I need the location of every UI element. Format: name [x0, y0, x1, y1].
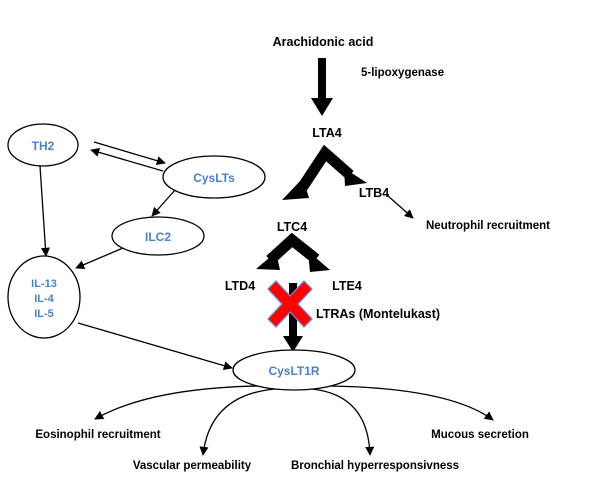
label-lta4: LTA4: [312, 126, 341, 140]
label-neutrophil-recruitment: Neutrophil recruitment: [426, 220, 550, 232]
label-mucous-secretion: Mucous secretion: [431, 429, 529, 441]
arrow-ltc4-split: [256, 232, 330, 272]
arrow-ltb4-neutrophil: [387, 195, 414, 219]
block-x-icon: [267, 280, 313, 328]
arrow-cyslts-to-th2: [90, 147, 164, 172]
label-5-lipoxygenase: 5-lipoxygenase: [361, 67, 444, 79]
label-ltb4: LTB4: [359, 186, 389, 200]
curve-bronchial: [311, 388, 375, 456]
label-ltras: LTRAs (Montelukast): [316, 307, 440, 321]
node-cyslt1r: CysLT1R: [232, 349, 356, 391]
arrow-lta4-split: [282, 144, 367, 200]
node-il13-label: IL-13: [31, 278, 57, 290]
curve-eosinophil: [94, 385, 259, 420]
label-bronchial-hyperresponsiveness: Bronchial hyperresponsivness: [291, 460, 459, 472]
node-cyslt1r-label: CysLT1R: [268, 364, 319, 378]
arrow-aa-to-lta4: [311, 58, 333, 116]
label-arachidonic-acid: Arachidonic acid: [273, 35, 374, 49]
node-th2-label: TH2: [32, 139, 55, 153]
label-ltc4: LTC4: [277, 220, 307, 234]
node-cyslts: CysLTs: [162, 155, 266, 199]
node-interleukins: IL-13 IL-4 IL-5: [7, 255, 81, 339]
label-vascular-permeability: Vascular permeability: [133, 460, 252, 472]
node-cyslts-label: CysLTs: [193, 171, 235, 185]
label-ltd4: LTD4: [225, 279, 255, 293]
node-il5-label: IL-5: [34, 308, 54, 320]
node-il4-label: IL-4: [34, 293, 54, 305]
node-th2: TH2: [7, 123, 79, 167]
node-ilc2-label: ILC2: [145, 230, 171, 244]
arrow-ilc2-il: [75, 247, 124, 269]
arrow-cyslts-ilc2: [151, 189, 176, 217]
arrow-th2-il: [39, 165, 50, 257]
arrow-th2-to-cyslts: [93, 141, 166, 166]
curve-mucous: [329, 385, 494, 421]
outcome-arrows: [94, 385, 494, 456]
label-lte4: LTE4: [332, 279, 362, 293]
label-eosinophil-recruitment: Eosinophil recruitment: [35, 429, 160, 441]
curve-vascular: [199, 388, 276, 456]
node-ilc2: ILC2: [111, 216, 205, 256]
arrow-il-cyslt1r: [77, 322, 233, 371]
